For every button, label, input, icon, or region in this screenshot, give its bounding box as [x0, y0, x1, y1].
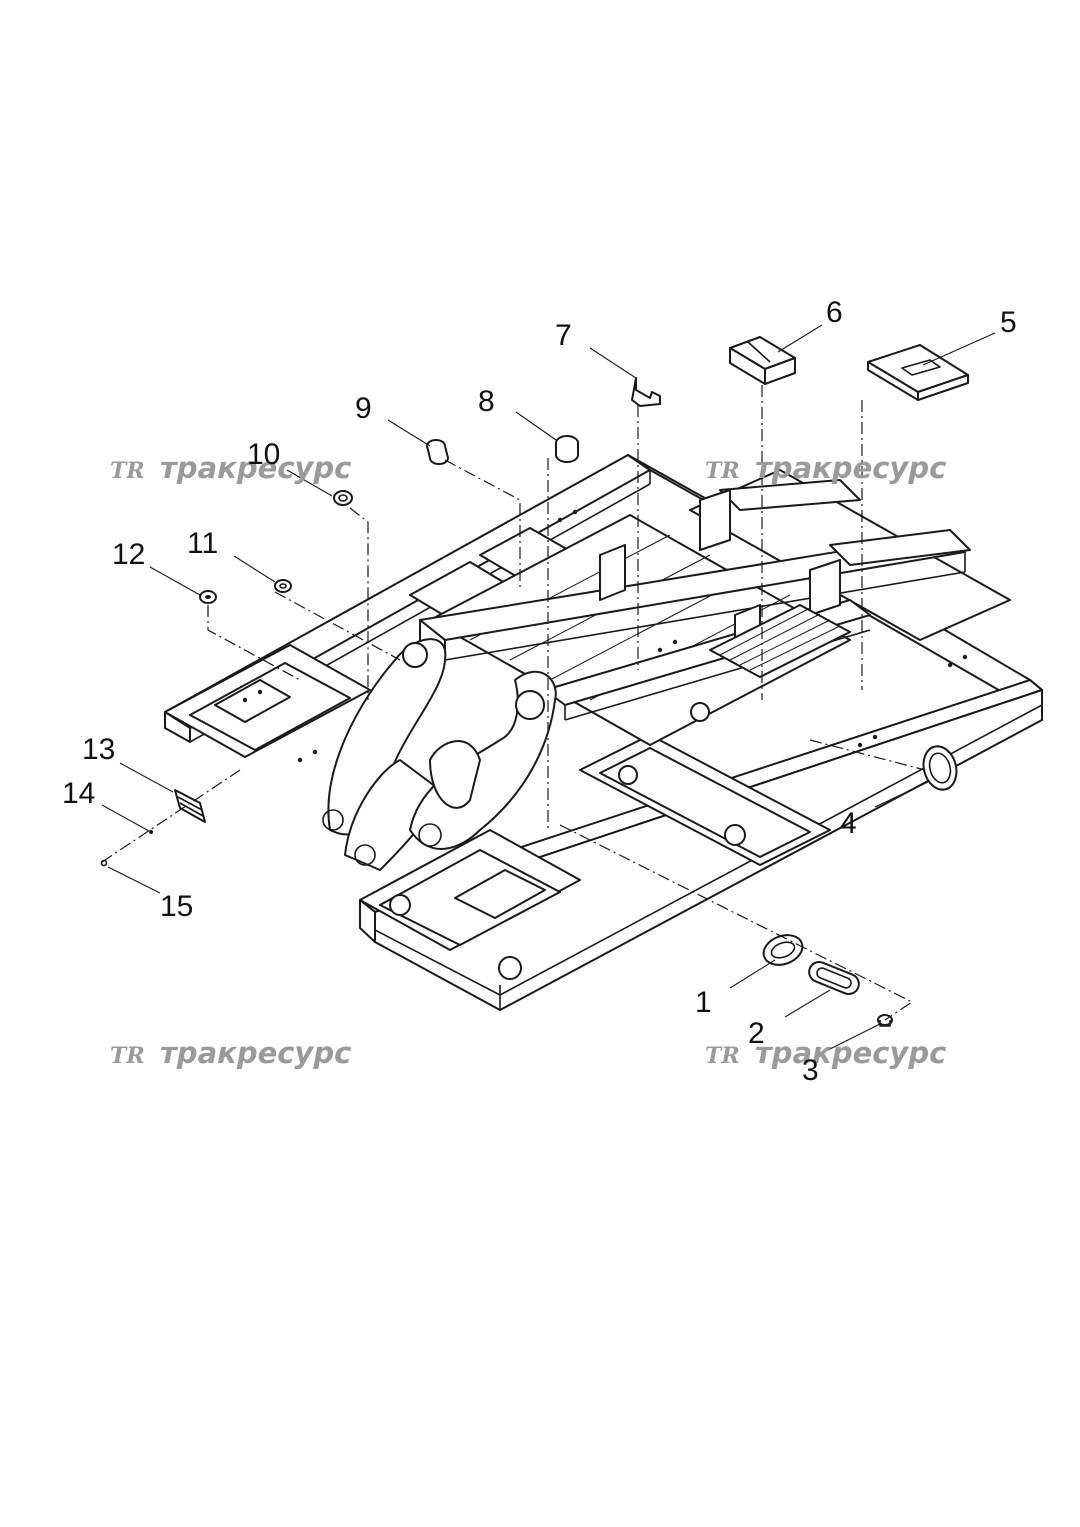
- part-9-bushing: [426, 439, 449, 465]
- watermark-bottom-right: TR тракресурс: [705, 1036, 946, 1070]
- watermark-logo: TR: [705, 1043, 740, 1069]
- watermark-text: тракресурс: [755, 1036, 946, 1070]
- callout-13: 13: [82, 733, 115, 766]
- callout-14: 14: [62, 777, 95, 810]
- callout-4: 4: [840, 807, 857, 840]
- part-4-round-grommet: [922, 745, 958, 791]
- watermark-logo: TR: [705, 458, 740, 484]
- watermark-logo: TR: [110, 1043, 145, 1069]
- part-6-block-pair: [729, 336, 796, 385]
- callout-11: 11: [187, 527, 218, 560]
- callout-9: 9: [355, 392, 372, 425]
- part-12-washer: [199, 590, 217, 604]
- callout-3: 3: [802, 1054, 819, 1087]
- part-10-bushing: [333, 490, 353, 506]
- callout-2: 2: [748, 1017, 765, 1050]
- callout-1: 1: [695, 986, 712, 1019]
- part-8-bushing: [555, 435, 579, 463]
- callout-6: 6: [826, 296, 843, 329]
- callout-5: 5: [1000, 306, 1017, 339]
- watermark-top-right: TR тракресурс: [705, 451, 946, 485]
- part-7-bracket: [631, 377, 661, 407]
- callout-7: 7: [555, 319, 572, 352]
- leader-lines: [101, 324, 996, 1051]
- part-5-flat-plate: [867, 344, 969, 401]
- callout-10: 10: [247, 438, 280, 471]
- part-11-small-bushing: [274, 579, 292, 593]
- callout-labels: 1 2 3 4 5 6 7 8 9 10 11 12 13 14 15: [62, 296, 1017, 1087]
- part-2-oval-seal: [808, 961, 860, 995]
- watermark-bottom-left: TR тракресурс: [110, 1036, 351, 1070]
- watermark-top-left: TR тракресурс: [110, 451, 351, 485]
- watermark-text: тракресурс: [160, 451, 351, 485]
- part-13-cover-plate: [174, 789, 206, 823]
- main-frame-drawing: [164, 454, 1043, 1011]
- callout-12: 12: [112, 538, 145, 571]
- callout-8: 8: [478, 385, 495, 418]
- assembly-lines: [101, 385, 926, 1021]
- callout-15: 15: [160, 890, 193, 923]
- part-1-oval-grommet: [762, 934, 804, 966]
- part-14-screw: [149, 830, 153, 834]
- watermark-text: тракресурс: [755, 451, 946, 485]
- watermark-logo: TR: [110, 458, 145, 484]
- watermark-text: тракресурс: [160, 1036, 351, 1070]
